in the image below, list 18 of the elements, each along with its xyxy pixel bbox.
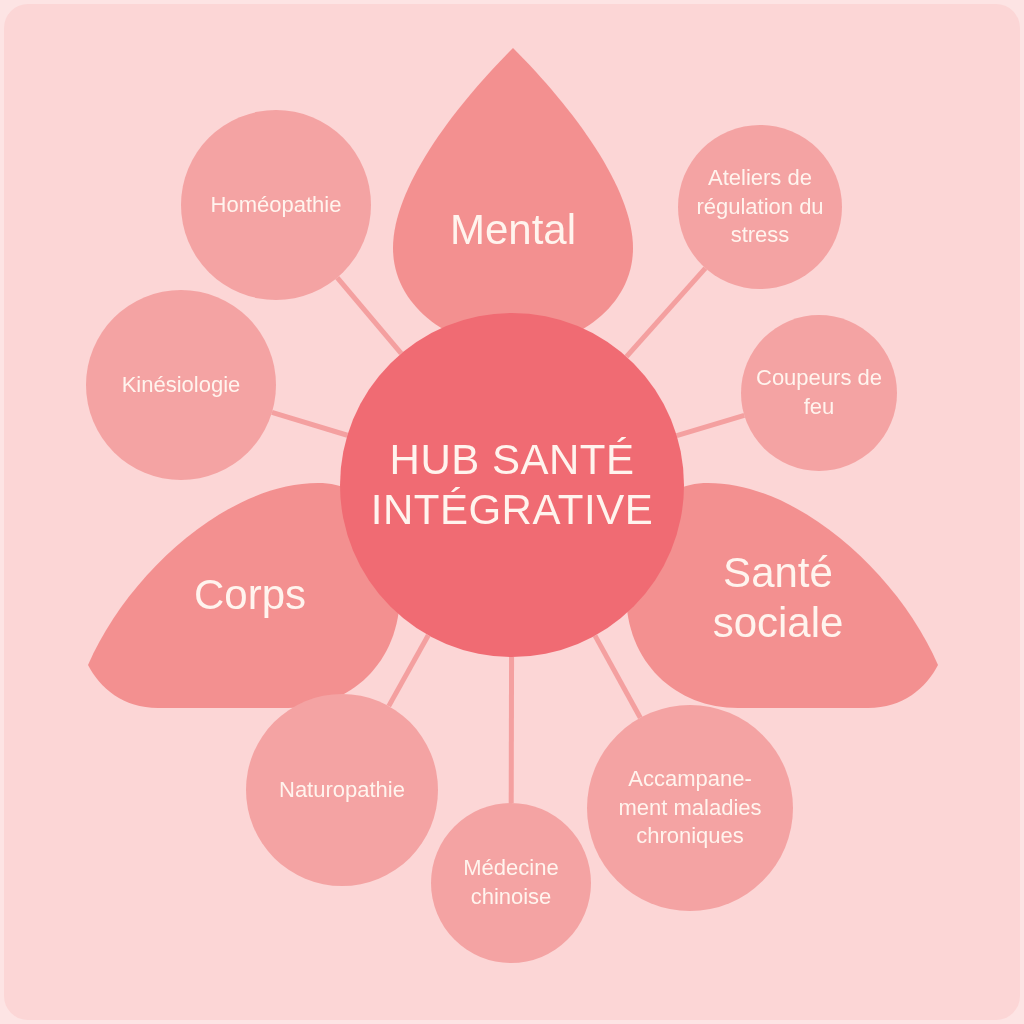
connector-line [624,266,708,359]
connector-line [335,276,404,356]
topic-label: Homéopathie [209,190,343,219]
hub-label: HUB SANTÉ INTÉGRATIVE [370,434,654,535]
connector-line [508,657,515,803]
petal-label: Corps [194,569,306,620]
topic-label: Kinésiologie [120,370,242,399]
connector-line [386,634,431,708]
topic-label: Ateliers de régulation du stress [695,164,825,250]
connector-line [271,410,349,438]
topic-label: Médecine chinoise [462,854,560,911]
topic-label: Coupeurs de feu [755,364,883,421]
connector-line [676,413,745,439]
connector-line [592,634,643,719]
petal-label: Santé sociale [712,547,844,648]
topic-label: Accampane-ment maladies chroniques [617,765,763,851]
petal-label: Mental [449,204,577,255]
topic-label: Naturopathie [278,775,406,804]
